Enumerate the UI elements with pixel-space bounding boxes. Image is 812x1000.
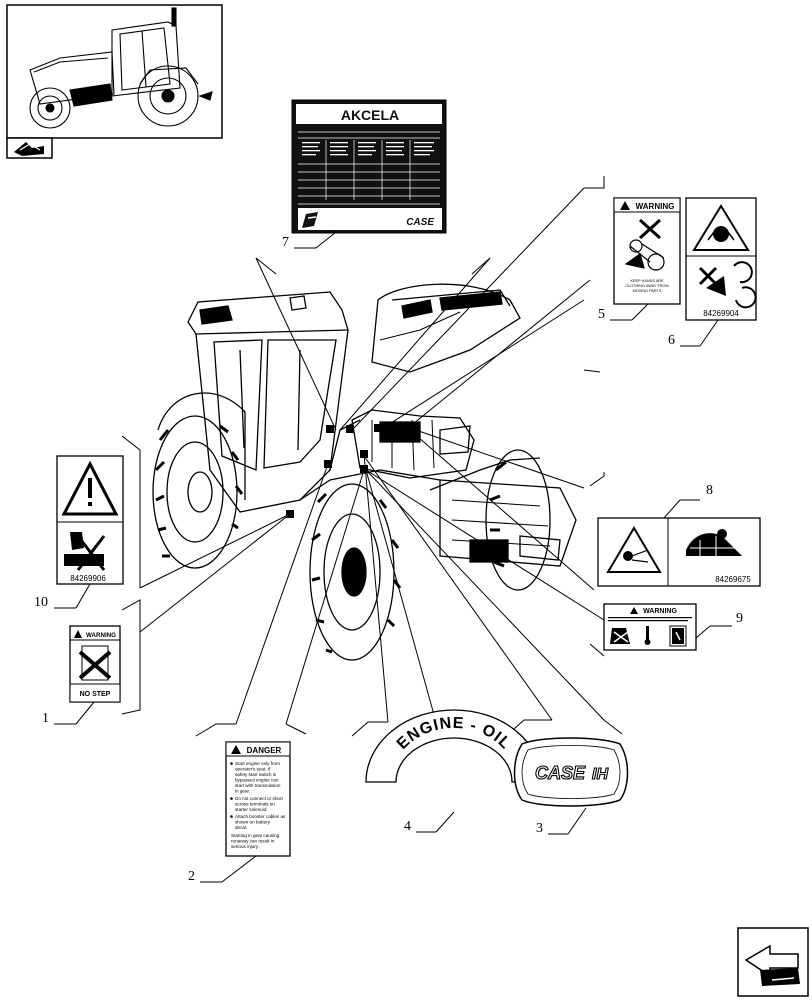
decal-9-header: WARNING	[643, 608, 677, 615]
decal-5-belt-warning: WARNING KEEP HANDS ARE CLOTHING AWAY FRO…	[613, 197, 681, 305]
belt-entanglement-icon	[624, 218, 665, 271]
read-manual-icon	[669, 625, 687, 647]
decal-2-line-8: across terminals on	[235, 802, 275, 807]
decal-2-danger-start: DANGER Start engine only from operator's…	[225, 741, 291, 857]
decal-3-case-ih-badge: CASE IH	[513, 737, 629, 807]
warning-triangle-icon	[630, 607, 638, 614]
decal-2-line-14: runaway can result in	[231, 839, 275, 844]
next-page-arrow-icon[interactable]	[744, 944, 800, 986]
decal-5-header: WARNING	[636, 202, 675, 211]
callout-2: 2	[188, 869, 195, 884]
akcela-footer-brand: CASE	[406, 217, 434, 228]
decal-2-line-15: serious injury.	[231, 844, 259, 849]
hazard-triangle-icon	[692, 204, 750, 251]
danger-triangle-icon	[231, 745, 241, 754]
tractor-main-illustration	[152, 283, 577, 661]
warning-triangle-icon	[74, 630, 82, 638]
decal-2-line-9: starter solenoid.	[235, 807, 268, 812]
decal-10-warning-ear: 84269906	[56, 455, 124, 585]
warning-triangle-icon	[620, 201, 630, 210]
group-brackets	[121, 176, 623, 737]
section-arrow-icon	[14, 142, 44, 156]
decal-2-line-11: shown on battery	[235, 820, 271, 825]
decal-2-line-3: safety start switch is	[235, 772, 277, 777]
decal-5-line-1: KEEP HANDS ARE	[630, 279, 664, 283]
thermometer-icon	[644, 626, 651, 645]
decal-6-fan-hazard: 84269904	[685, 197, 757, 321]
leader-lines	[139, 187, 605, 725]
decal-2-header: DANGER	[247, 746, 282, 755]
callout-numbers: 7 5 6 8 9 10 1 2 4 3	[34, 231, 743, 884]
decal-2-line-6: in gear.	[235, 789, 250, 794]
fan-burn-icon	[713, 226, 729, 242]
decal-7-akcela-chart: AKCELA	[291, 99, 447, 234]
decal-1-header: WARNING	[86, 632, 116, 639]
decal-8-code: 84269675	[715, 575, 751, 584]
case-brand-text: CASE	[535, 763, 586, 783]
callout-10: 10	[34, 595, 48, 610]
callout-6: 6	[668, 333, 675, 348]
decal-9-hot-surface: WARNING	[603, 603, 697, 651]
callout-1: 1	[42, 711, 49, 726]
decal-2-line-10: Attach booster cables as	[235, 814, 286, 819]
callout-9: 9	[736, 611, 743, 626]
no-touch-fan-icon	[698, 261, 757, 309]
no-hand-icon	[64, 532, 106, 571]
decal-2-line-5: start with transmission	[235, 783, 281, 788]
decal-2-line-4: bypassed engine can	[235, 778, 279, 783]
decal-2-line-13: Starting in gear causing	[231, 833, 280, 838]
akcela-brand: AKCELA	[341, 107, 399, 123]
corner-nav[interactable]	[737, 927, 809, 997]
decal-5-line-3: MOVING PARTS	[633, 289, 662, 293]
decal-5-line-2: CLOTHING AWAY FROM	[625, 284, 668, 288]
callout-3: 3	[536, 821, 543, 836]
alert-triangle-icon	[61, 460, 119, 516]
callout-8: 8	[706, 483, 713, 498]
hot-coolant-icon	[610, 628, 630, 644]
decal-2-line-1: Start engine only from	[235, 761, 280, 766]
decal-2-line-12: decal.	[235, 825, 247, 830]
tractor-thumbnail-icon	[29, 7, 213, 129]
decal-1-no-step: WARNING NO STEP	[69, 625, 121, 703]
callout-5: 5	[598, 307, 605, 322]
decal-8-front-hazard: 84269675	[597, 517, 761, 587]
ih-mark-text: IH	[592, 766, 608, 783]
callout-7: 7	[282, 235, 289, 250]
decal-2-line-7: Do not connect or short	[235, 796, 283, 801]
decal-2-line-2: operator's seat. If	[235, 767, 271, 772]
decal-1-footer: NO STEP	[80, 691, 111, 698]
thumbnail-panel	[6, 4, 223, 159]
no-step-icon	[78, 645, 112, 681]
crush-hazard-icon	[686, 529, 742, 556]
decal-10-code: 84269906	[70, 574, 106, 583]
decal-6-code: 84269904	[703, 309, 739, 318]
callout-4: 4	[404, 819, 411, 834]
case-ih-logo-small-icon	[302, 212, 318, 228]
